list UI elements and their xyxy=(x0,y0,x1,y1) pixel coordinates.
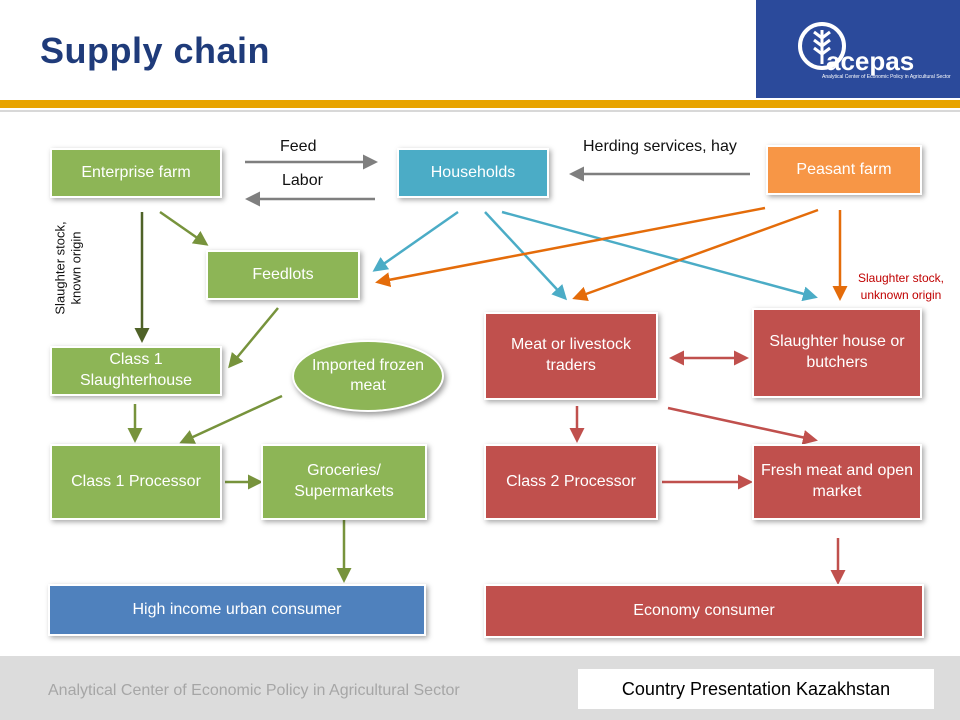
node-slaughter-house-butchers: Slaughter house or butchers xyxy=(752,308,922,398)
header-divider xyxy=(0,100,960,108)
acepas-logo: acepas Analytical Center of Economic Pol… xyxy=(756,0,960,98)
arrow-enterprise-feedlots xyxy=(159,210,209,246)
page-title: Supply chain xyxy=(40,30,271,71)
node-enterprise-farm: Enterprise farm xyxy=(50,148,222,198)
node-feedlots: Feedlots xyxy=(206,250,360,300)
node-meat-livestock-traders: Meat or livestock traders xyxy=(484,312,658,400)
node-class1-processor: Class 1 Processor xyxy=(50,444,222,520)
arrow-feedlots-class1 xyxy=(228,307,279,369)
footer-presentation-title: Country Presentation Kazakhstan xyxy=(578,669,934,709)
node-imported-frozen-meat: Imported frozen meat xyxy=(292,340,444,412)
label-feed: Feed xyxy=(280,138,317,155)
node-high-income-consumer: High income urban consumer xyxy=(48,584,426,636)
node-class1-slaughterhouse: Class 1 Slaughterhouse xyxy=(50,346,222,396)
node-fresh-meat-market: Fresh meat and open market xyxy=(752,444,922,520)
node-groceries-supermarkets: Groceries/ Supermarkets xyxy=(261,444,427,520)
node-households: Households xyxy=(397,148,549,198)
label-slaughter-known: Slaughter stock, known origin xyxy=(52,221,83,315)
node-class2-processor: Class 2 Processor xyxy=(484,444,658,520)
arrow-households-slaughterhouse xyxy=(501,210,818,302)
logo-subtitle: Analytical Center of Economic Policy in … xyxy=(822,74,951,80)
arrow-peasant-traders xyxy=(572,208,819,301)
label-labor: Labor xyxy=(282,172,323,189)
node-economy-consumer: Economy consumer xyxy=(484,584,924,638)
wheat-icon xyxy=(798,22,846,70)
logo-brand: acepas xyxy=(826,46,915,76)
footer-organization: Analytical Center of Economic Policy in … xyxy=(48,682,460,699)
arrow-imported-processor xyxy=(179,394,283,444)
label-herding: Herding services, hay xyxy=(583,138,737,155)
node-peasant-farm: Peasant farm xyxy=(766,145,922,195)
header-divider-thin xyxy=(0,110,960,112)
arrow-households-feedlots xyxy=(372,210,459,272)
arrow-peasant-feedlots xyxy=(375,206,766,288)
arrow-traders-freshmarket xyxy=(667,406,818,445)
label-slaughter-unknown: Slaughter stock, unknown origin xyxy=(857,271,945,302)
